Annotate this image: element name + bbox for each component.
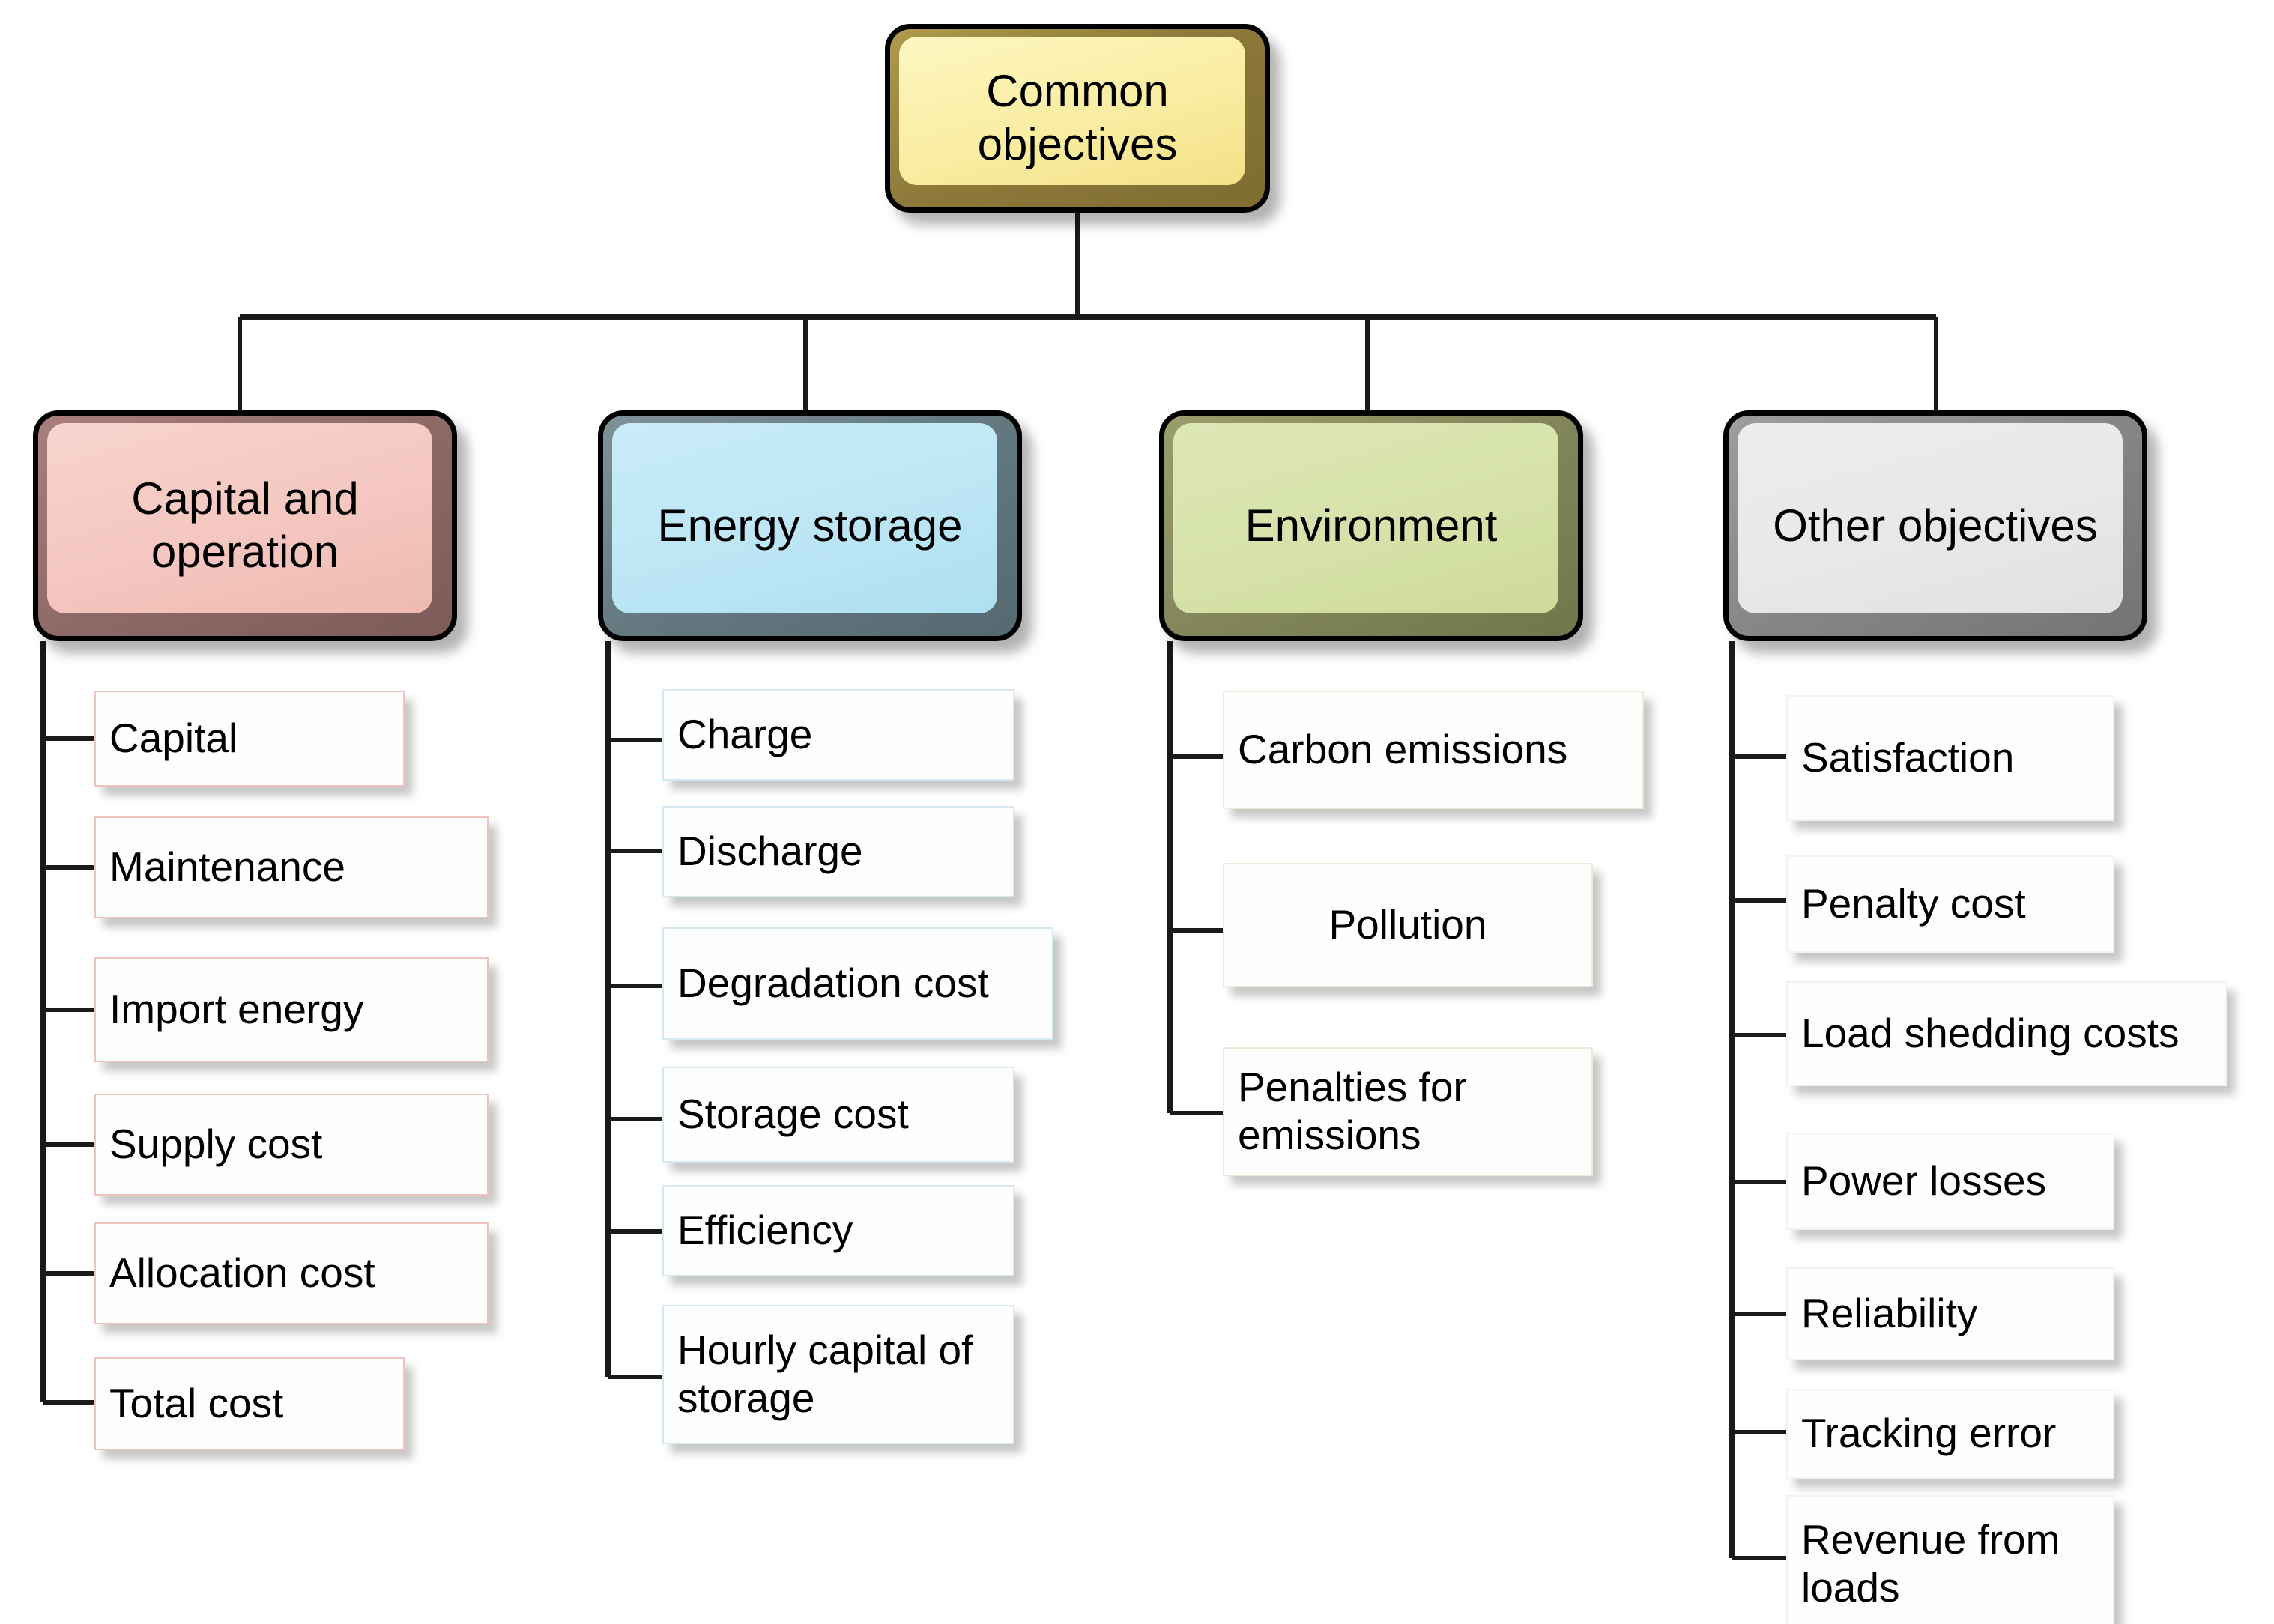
category-node-label: Environment <box>1245 500 1498 551</box>
category-node-other-objectives[interactable]: Other objectives <box>1723 410 2147 641</box>
leaf-node[interactable]: Capital <box>94 691 405 787</box>
leaf-node[interactable]: Allocation cost <box>94 1222 489 1324</box>
category-node-face <box>1173 423 1558 613</box>
leaf-node[interactable]: Supply cost <box>94 1094 489 1196</box>
leaf-node[interactable]: Revenue from loads <box>1786 1495 2114 1624</box>
category-node-label: Other objectives <box>1773 500 2098 551</box>
leaf-node[interactable]: Carbon emissions <box>1223 691 1644 809</box>
category-node-environment[interactable]: Environment <box>1159 410 1583 641</box>
leaf-node[interactable]: Power losses <box>1786 1133 2114 1230</box>
category-node-capital-and-operation[interactable]: Capital and operation <box>33 410 457 641</box>
leaf-node[interactable]: Penalty cost <box>1786 855 2114 953</box>
leaf-node[interactable]: Charge <box>662 689 1014 781</box>
leaf-node[interactable]: Penalties for emissions <box>1223 1047 1593 1176</box>
category-node-face <box>47 423 432 613</box>
leaf-node[interactable]: Tracking error <box>1786 1389 2114 1479</box>
leaf-node[interactable]: Discharge <box>662 806 1014 897</box>
leaf-node[interactable]: Degradation cost <box>662 927 1053 1040</box>
leaf-node[interactable]: Satisfaction <box>1786 695 2114 821</box>
leaf-node[interactable]: Reliability <box>1786 1267 2114 1360</box>
leaf-node[interactable]: Storage cost <box>662 1067 1014 1163</box>
leaf-node[interactable]: Efficiency <box>662 1185 1014 1276</box>
root-node-label: Common objectives <box>977 66 1178 169</box>
category-node-label: Capital and operation <box>131 473 359 577</box>
category-node-face <box>1738 423 2123 613</box>
category-node-label: Energy storage <box>657 500 963 551</box>
leaf-node[interactable]: Total cost <box>94 1357 405 1450</box>
leaf-node[interactable]: Pollution <box>1223 863 1593 987</box>
root-node[interactable]: Common objectives <box>885 24 1270 213</box>
leaf-node[interactable]: Load shedding costs <box>1786 981 2227 1086</box>
root-node-face <box>899 37 1245 185</box>
leaf-node[interactable]: Maintenance <box>94 816 489 918</box>
leaf-node[interactable]: Hourly capital of storage <box>662 1305 1014 1444</box>
leaf-node[interactable]: Import energy <box>94 957 489 1062</box>
category-node-energy-storage[interactable]: Energy storage <box>598 410 1022 641</box>
category-node-face <box>612 423 997 613</box>
